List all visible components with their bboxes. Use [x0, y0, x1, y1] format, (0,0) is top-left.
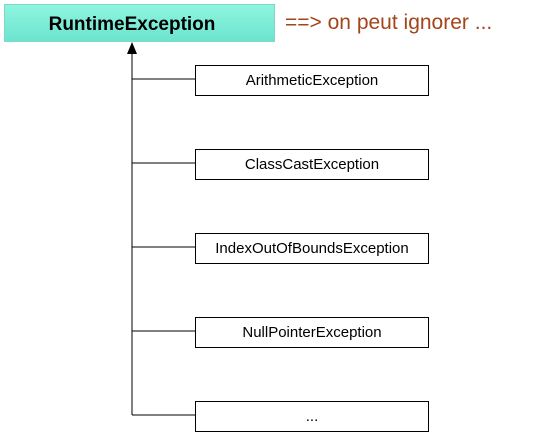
child-class-label: ArithmeticException [245, 72, 379, 89]
child-class-label: IndexOutOfBoundsException [215, 240, 409, 257]
child-class-box-classcast: ClassCastException [195, 149, 429, 180]
annotation-note: ==> on peut ignorer ... [285, 11, 493, 34]
child-class-box-indexoutofbounds: IndexOutOfBoundsException [195, 233, 429, 264]
child-class-label: ... [305, 408, 319, 425]
root-class-label: RuntimeException [48, 14, 216, 35]
child-class-box-nullpointer: NullPointerException [195, 317, 429, 348]
root-class-box: RuntimeException [4, 4, 275, 42]
inheritance-arrowhead [127, 42, 137, 54]
child-class-label: NullPointerException [242, 324, 382, 341]
child-class-box-arithmetic: ArithmeticException [195, 65, 429, 96]
child-class-box-more: ... [195, 401, 429, 432]
child-class-label: ClassCastException [244, 156, 380, 173]
